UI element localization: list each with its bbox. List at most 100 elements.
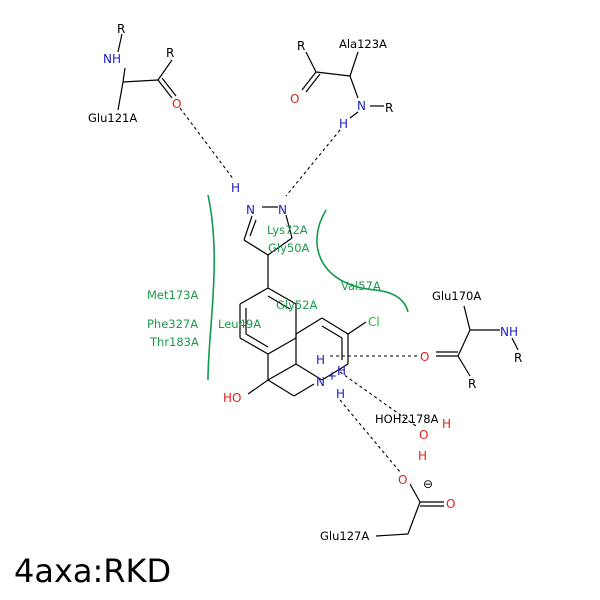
phenyl-ring-b: [267, 317, 367, 381]
bond: [267, 287, 297, 305]
atom-o-glu127-right: O: [446, 497, 455, 511]
bond: [117, 33, 123, 53]
bond: [349, 75, 359, 99]
phenyl-ring-a: [239, 287, 297, 380]
bond: [239, 287, 269, 305]
hydrophobic-labels: Lys72A Gly50A Val57A Met173A Gly52A Phe3…: [147, 223, 381, 349]
bond: [349, 51, 359, 77]
bond: [239, 337, 269, 355]
bond: [157, 79, 173, 99]
glu127-fragment: [375, 483, 444, 537]
bond: [305, 73, 321, 93]
hydrophobic-label-val57: Val57A: [341, 279, 381, 293]
bond: [243, 239, 269, 256]
atom-r-ala123: R: [297, 39, 305, 53]
bond: [293, 383, 315, 397]
bond: [407, 501, 421, 535]
ala123-fragment: [301, 51, 384, 119]
hbond-ala123: [285, 129, 341, 197]
atom-o-glu121: O: [172, 97, 181, 111]
bond: [457, 355, 471, 377]
hbond-glu127: [339, 399, 401, 473]
bond: [321, 325, 343, 339]
atom-r-glu170-right: R: [514, 351, 522, 365]
atom-r-glu121-right: R: [166, 46, 174, 60]
atom-n-ala123: N: [357, 99, 366, 113]
residue-labels: Glu121A Ala123A Glu170A HOH2178A Glu127A: [88, 37, 481, 543]
hydrophobic-label-leu49: Leu49A: [218, 317, 261, 331]
bond: [457, 329, 471, 357]
pdb-ligand-caption: 4axa:RKD: [14, 552, 172, 590]
atom-ho: HO: [223, 391, 241, 405]
charge-plus: +: [327, 369, 337, 383]
hydrophobic-arc-left: [207, 194, 215, 381]
glu121-fragment: [117, 33, 177, 111]
atom-n-amine: N: [316, 375, 325, 389]
bond: [511, 337, 519, 351]
bond: [463, 305, 471, 331]
bond: [243, 215, 253, 241]
hydrophobic-label-met173: Met173A: [147, 288, 198, 302]
hydrophobic-label-gly50: Gly50A: [268, 241, 310, 255]
bond: [267, 237, 293, 256]
bond: [267, 295, 291, 310]
atom-cl: Cl: [368, 315, 380, 329]
residue-label-glu170: Glu170A: [432, 289, 481, 303]
bond: [157, 59, 173, 81]
atom-r-glu121-top: R: [117, 22, 125, 36]
bond: [122, 79, 159, 83]
bond: [267, 337, 297, 355]
hydrophobic-arcs: [207, 194, 409, 381]
bond: [247, 379, 269, 395]
hydrophobic-label-lys72: Lys72A: [267, 223, 308, 237]
hydrophobic-label-gly52: Gly52A: [276, 298, 318, 312]
atom-o-water: O: [419, 428, 428, 442]
atom-n1-pyrazole: N: [246, 203, 255, 217]
residue-label-water: HOH2178A: [375, 412, 439, 426]
bond: [315, 71, 351, 77]
atom-o-ala123: O: [290, 92, 299, 106]
residue-label-ala123: Ala123A: [339, 37, 387, 51]
bond: [245, 333, 269, 348]
atom-h-pyrazole: H: [231, 181, 240, 195]
bond: [117, 81, 124, 111]
atom-o-glu170: O: [420, 350, 429, 364]
residue-label-glu127: Glu127A: [320, 529, 369, 543]
atom-h-water-right: H: [442, 417, 451, 431]
atom-h-amine-b: H: [337, 364, 346, 378]
atom-nh-glu170: NH: [500, 325, 518, 339]
hydrophobic-label-phe327: Phe327A: [147, 317, 198, 331]
hydrophobic-label-thr183: Thr183A: [149, 335, 199, 349]
atom-h-amine-c: H: [336, 387, 345, 401]
bond: [347, 321, 367, 335]
atom-labels: R NH R O R O N R H H N N Cl H H N + H HO…: [103, 22, 522, 511]
atom-h-ala123: H: [339, 117, 348, 131]
hydrophobic-arc-right: [316, 209, 409, 313]
bond: [409, 483, 421, 503]
atom-o-glu127-top: O: [398, 473, 407, 487]
glu170-fragment: [436, 305, 519, 377]
bond: [295, 363, 323, 381]
hydrogen-bonds: [179, 107, 418, 473]
atom-r-glu170-bottom: R: [468, 377, 476, 391]
bond: [301, 71, 317, 91]
bond: [321, 317, 349, 335]
bond: [305, 51, 317, 73]
atom-h-water-bottom: H: [418, 449, 427, 463]
central-fragment: [247, 379, 315, 397]
bond: [349, 111, 359, 119]
bond: [267, 363, 297, 381]
bond: [122, 67, 126, 83]
atom-h-amine-a: H: [316, 353, 325, 367]
bond: [295, 317, 323, 335]
bond: [249, 219, 257, 237]
bond: [375, 533, 409, 537]
atom-r-ala123-right: R: [385, 101, 393, 115]
bond: [321, 363, 349, 381]
bond: [285, 214, 293, 239]
pyrazole-ring: [243, 206, 293, 288]
bond: [267, 379, 295, 397]
bond: [161, 77, 177, 97]
residue-label-glu121: Glu121A: [88, 111, 137, 125]
